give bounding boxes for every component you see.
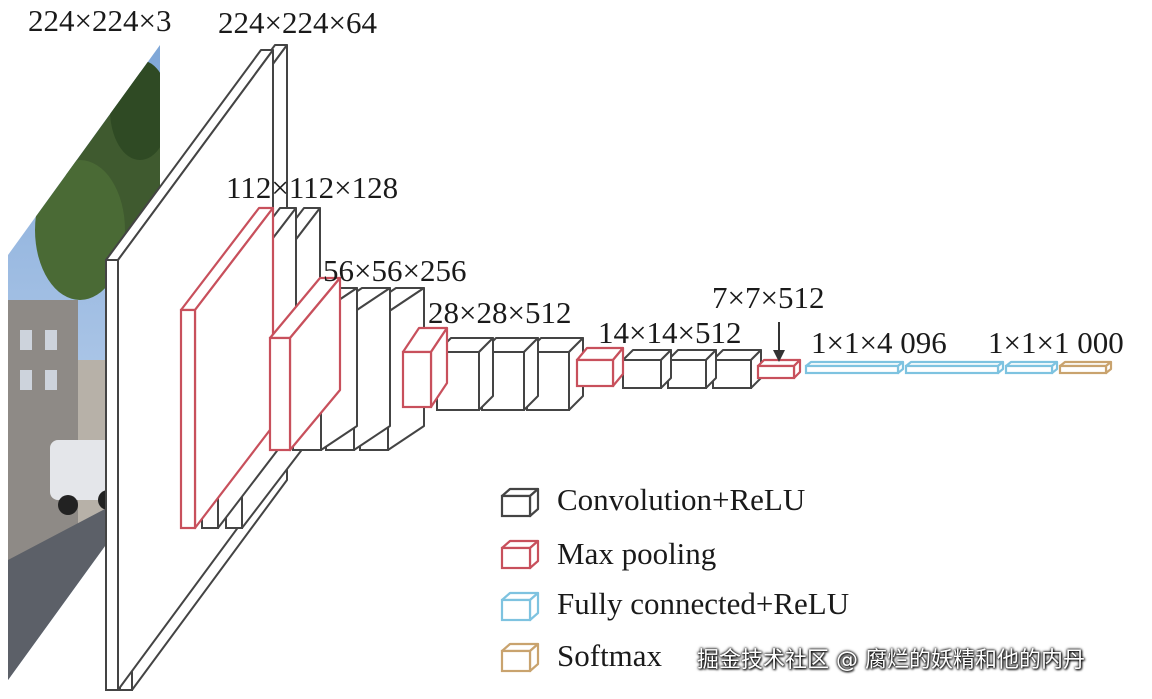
fc3-layer bbox=[1004, 360, 1059, 375]
legend-label-fully-connected: Fully connected+ReLU bbox=[557, 586, 850, 621]
label-fc: 1×1×4 096 bbox=[811, 325, 947, 360]
conv5-layer-b bbox=[667, 349, 717, 389]
legend-label-convolution: Convolution+ReLU bbox=[557, 482, 806, 517]
network-layers bbox=[105, 44, 1113, 691]
label-conv4: 28×28×512 bbox=[428, 295, 572, 330]
legend-icon-convolution bbox=[500, 487, 540, 518]
label-pool5: 7×7×512 bbox=[712, 280, 825, 315]
label-conv2: 112×112×128 bbox=[226, 170, 399, 205]
legend-icon-fully-connected bbox=[500, 591, 540, 622]
pool5-layer bbox=[756, 358, 802, 380]
watermark: 掘金技术社区 @ 腐烂的妖精和他的内丹 bbox=[697, 648, 1085, 673]
legend-icon-max-pooling bbox=[500, 539, 540, 570]
legend-icon-softmax bbox=[500, 642, 540, 673]
legend-label-max-pooling: Max pooling bbox=[557, 536, 717, 571]
label-input: 224×224×3 bbox=[28, 3, 172, 38]
softmax-layer bbox=[1058, 360, 1113, 375]
pool4-layer bbox=[575, 346, 625, 388]
pool1-layer bbox=[179, 206, 275, 530]
conv5-layer-a bbox=[622, 349, 672, 389]
conv5-layer-c bbox=[712, 349, 762, 389]
pool5-arrow bbox=[773, 322, 785, 362]
label-conv5: 14×14×512 bbox=[598, 315, 742, 350]
label-conv3: 56×56×256 bbox=[323, 253, 467, 288]
label-conv1: 224×224×64 bbox=[218, 5, 377, 40]
pool2-layer bbox=[268, 276, 342, 452]
fc1-layer bbox=[804, 360, 905, 375]
label-output: 1×1×1 000 bbox=[988, 325, 1124, 360]
fc2-layer bbox=[904, 360, 1005, 375]
pool3-layer bbox=[401, 326, 449, 409]
legend-icons bbox=[500, 487, 540, 673]
legend-label-softmax: Softmax bbox=[557, 638, 663, 673]
